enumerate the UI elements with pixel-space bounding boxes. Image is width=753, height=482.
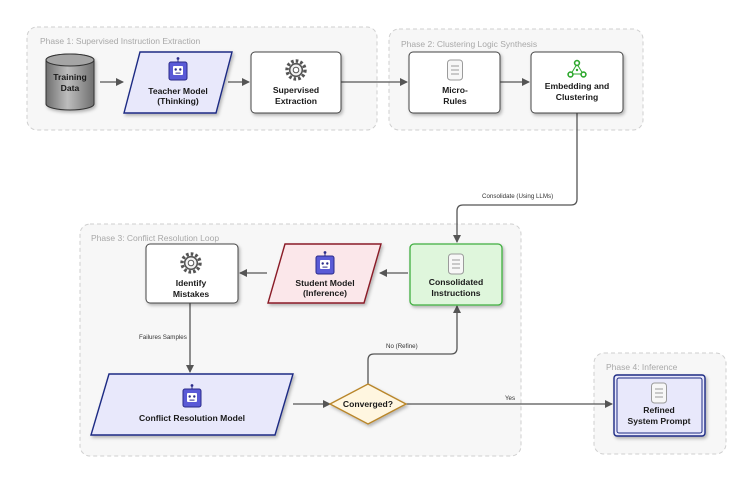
- embedding-clustering-label-1: Embedding and: [545, 81, 609, 91]
- identify-mistakes-node: Identify Mistakes: [145, 243, 239, 304]
- student-model-label-1: Student Model: [295, 278, 354, 288]
- edge-clustering-to-consolidated: [453, 113, 578, 243]
- teacher-model-label-1: Teacher Model: [148, 86, 208, 96]
- edge-label-consolidate: Consolidate (Using LLMs): [482, 193, 553, 200]
- refined-prompt-label-1: Refined: [643, 405, 675, 415]
- conflict-resolution-label: Conflict Resolution Model: [139, 413, 245, 423]
- training-data-label-1: Training: [53, 72, 86, 82]
- supervised-extraction-label-2: Extraction: [275, 96, 317, 106]
- phase-1-title: Phase 1: Supervised Instruction Extracti…: [40, 36, 200, 46]
- micro-rules-label-2: Rules: [443, 96, 467, 106]
- supervised-extraction-label-1: Supervised: [273, 85, 319, 95]
- edge-no-refine: [367, 305, 461, 384]
- student-model-label-2: (Inference): [303, 288, 347, 298]
- teacher-model-node: Teacher Model (Thinking): [123, 51, 233, 114]
- micro-rules-node: Micro- Rules: [408, 51, 501, 114]
- teacher-model-label-2: (Thinking): [157, 96, 199, 106]
- phase-4-title: Phase 4: Inference: [606, 362, 678, 372]
- edge-label-no-refine: No (Refine): [386, 343, 418, 350]
- phase-3-title: Phase 3: Conflict Resolution Loop: [91, 233, 219, 243]
- embedding-clustering-label-2: Clustering: [556, 92, 599, 102]
- edge-label-failures: Failures Samples: [139, 334, 187, 341]
- conflict-resolution-node: Conflict Resolution Model: [90, 373, 294, 436]
- supervised-extraction-node: Supervised Extraction: [250, 51, 342, 114]
- consolidated-label-2: Instructions: [431, 288, 480, 298]
- converged-label: Converged?: [343, 399, 393, 409]
- document-icon: [448, 253, 464, 275]
- converged-decision: Converged?: [328, 383, 408, 425]
- identify-mistakes-label-2: Mistakes: [173, 289, 210, 299]
- embedding-clustering-node: Embedding and Clustering: [530, 51, 624, 114]
- student-model-node: Student Model (Inference): [267, 243, 382, 304]
- consolidated-label-1: Consolidated: [429, 277, 483, 287]
- refined-prompt-label-2: System Prompt: [627, 416, 690, 426]
- refined-prompt-node: Refined System Prompt: [613, 374, 706, 437]
- consolidated-instructions-node: Consolidated Instructions: [409, 243, 503, 306]
- edge-label-yes: Yes: [505, 395, 515, 402]
- document-icon: [651, 382, 667, 404]
- micro-rules-label-1: Micro-: [442, 85, 468, 95]
- edges: [100, 78, 613, 408]
- training-data-label-2: Data: [61, 83, 80, 93]
- document-icon: [447, 59, 463, 81]
- identify-mistakes-label-1: Identify: [176, 278, 207, 288]
- phase-2-title: Phase 2: Clustering Logic Synthesis: [401, 39, 537, 49]
- training-data-node: Training Data: [45, 53, 95, 111]
